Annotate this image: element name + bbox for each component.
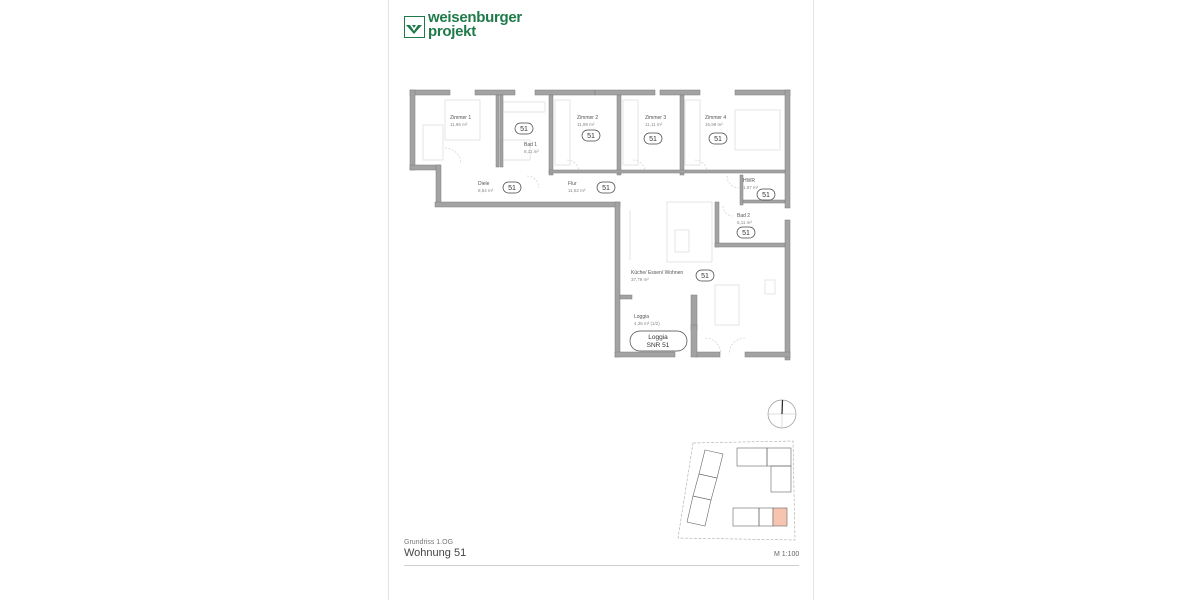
unit-tag: 51 [736, 226, 756, 239]
room-area: 16,98 m² [705, 122, 723, 127]
room-name: Flur [568, 181, 577, 187]
room-area: 4,36 m² (1/2) [634, 321, 660, 326]
brand-name: weisenburger projekt [428, 9, 522, 40]
room-name: Zimmer 1 [450, 115, 471, 121]
svg-text:51: 51 [602, 185, 610, 192]
loggia-tag: Loggia SNR 51 [629, 330, 688, 352]
highlighted-unit [772, 507, 788, 527]
room-name: Bad 1 [524, 142, 537, 148]
floor-plan: Zimmer 1 11,96 m² Bad 1 8,11 m² Zimmer 2… [405, 80, 805, 370]
unit-tag: 51 [581, 129, 601, 142]
svg-text:SNR 51: SNR 51 [647, 342, 670, 349]
footer-divider [404, 565, 799, 566]
room-area: 11,99 m² [577, 122, 595, 127]
room-area: 37,79 m² [631, 277, 649, 282]
room-area: 11,11 m² [645, 122, 663, 127]
unit-tags: 51 51 51 51 51 51 51 51 51 Loggia SNR 51 [502, 122, 776, 352]
scale-label: M 1:100 [774, 551, 800, 558]
room-area: 8,54 m² [478, 188, 494, 193]
logo-mark-icon [404, 16, 425, 38]
unit-tag: 51 [708, 132, 728, 145]
room-area: 1,97 m² [743, 185, 759, 190]
room-name: HWR [743, 178, 755, 184]
room-area: 5,11 m² [737, 220, 752, 225]
svg-text:51: 51 [762, 192, 770, 199]
room-area: 8,11 m² [524, 149, 539, 154]
brand-line-2: projekt [428, 23, 476, 40]
door-swings [444, 147, 746, 355]
room-area: 11,62 m² [568, 188, 586, 193]
brand-logo: weisenburger projekt [404, 9, 524, 42]
svg-text:51: 51 [649, 136, 657, 143]
room-name: Zimmer 3 [645, 115, 666, 121]
brand-line-1: weisenburger [428, 9, 522, 26]
svg-text:51: 51 [742, 230, 750, 237]
floor-subtitle: Grundriss 1.OG [404, 539, 454, 546]
unit-tag: 51 [756, 188, 776, 201]
unit-tag: 51 [596, 181, 616, 194]
svg-text:51: 51 [508, 185, 516, 192]
walls [409, 89, 791, 361]
unit-tag: 51 [502, 181, 522, 194]
unit-title: Wohnung 51 [404, 547, 467, 559]
room-name: Zimmer 2 [577, 115, 598, 121]
room-name: Zimmer 4 [705, 115, 726, 121]
svg-text:51: 51 [587, 133, 595, 140]
room-name: Küche/ Essen/ Wohnen [631, 270, 683, 276]
unit-tag: 51 [514, 122, 534, 135]
room-name: Bad 2 [737, 213, 750, 219]
svg-text:51: 51 [701, 273, 709, 280]
room-area: 11,96 m² [450, 122, 468, 127]
north-arrow-icon [767, 399, 797, 429]
site-plan-map [675, 438, 800, 543]
room-name: Diele [478, 181, 490, 187]
unit-tag: 51 [695, 269, 715, 282]
svg-text:Loggia: Loggia [648, 334, 668, 341]
unit-tag: 51 [643, 132, 663, 145]
furniture-layer [422, 99, 781, 326]
svg-text:51: 51 [520, 126, 528, 133]
room-name: Loggia [634, 314, 649, 320]
room-labels: Zimmer 1 11,96 m² Bad 1 8,11 m² Zimmer 2… [450, 115, 759, 326]
svg-text:51: 51 [714, 136, 722, 143]
